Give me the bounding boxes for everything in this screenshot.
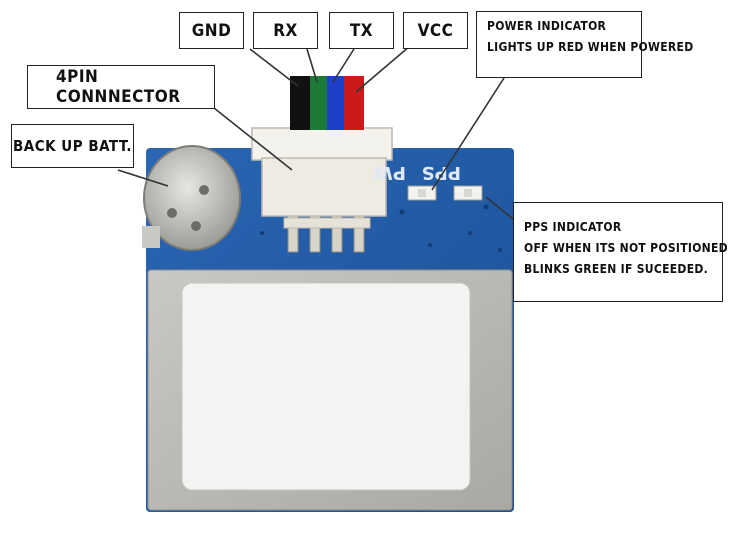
label-gnd: GND — [179, 12, 244, 49]
label-backup-battery: BACK UP BATT. — [11, 124, 134, 168]
pps-indicator-desc-2: BLINKS GREEN IF SUCEEDED. — [524, 262, 709, 276]
pcb-vias — [260, 204, 502, 252]
pps-indicator-desc-1: OFF WHEN ITS NOT POSITIONED — [524, 241, 728, 255]
label-tx: TX — [329, 12, 394, 49]
wire-tx — [327, 76, 344, 130]
power-indicator-title: POWER INDICATOR — [487, 19, 607, 33]
silkscreen-pps: PPS — [422, 162, 461, 183]
four-pin-connector — [251, 127, 393, 229]
pointer-lines — [117, 45, 515, 221]
label-rx: RX — [253, 12, 318, 49]
callout-power-indicator: POWER INDICATOR LIGHTS UP RED WHEN POWER… — [476, 11, 694, 78]
wire-gnd — [290, 76, 310, 130]
silkscreen-pw: PW — [373, 162, 406, 183]
wire-rx — [310, 76, 327, 130]
wire-vcc — [344, 76, 364, 130]
label-4pin-connector: 4PIN CONNNECTOR — [27, 65, 215, 109]
power-led — [407, 185, 437, 201]
power-indicator-desc: LIGHTS UP RED WHEN POWERED — [487, 40, 694, 54]
callout-pps-indicator: PPS INDICATOR OFF WHEN ITS NOT POSITIONE… — [513, 202, 728, 302]
label-vcc: VCC — [403, 12, 468, 49]
ceramic-patch-antenna — [181, 282, 471, 491]
backup-battery — [142, 145, 241, 251]
pps-indicator-title: PPS INDICATOR — [524, 220, 622, 234]
pps-led — [453, 185, 483, 201]
